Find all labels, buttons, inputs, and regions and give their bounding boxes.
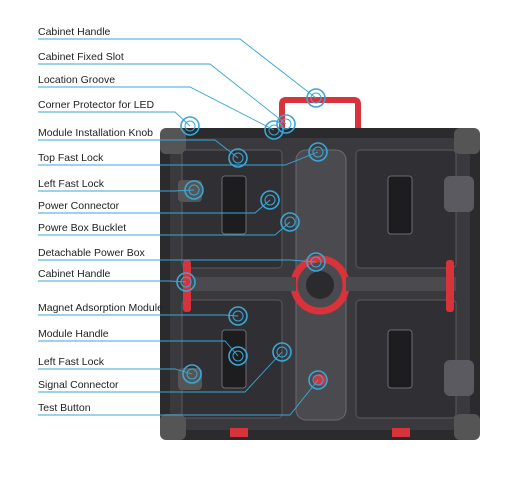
label-cabinet-handle-top: Cabinet Handle bbox=[38, 26, 111, 38]
label-location-groove: Location Groove bbox=[38, 74, 116, 86]
cross-bar-left bbox=[182, 277, 296, 291]
leader-line bbox=[38, 379, 319, 416]
corner-protector-br bbox=[454, 414, 480, 440]
callout-ring-inner bbox=[312, 374, 324, 386]
callout-ring-inner bbox=[232, 350, 244, 362]
label-cabinet-fixed-slot: Cabinet Fixed Slot bbox=[38, 51, 124, 63]
leader-line bbox=[38, 199, 271, 214]
callout-ring bbox=[228, 148, 248, 168]
callout-ring-inner bbox=[184, 120, 196, 132]
label-detachable-power-box: Detachable Power Box bbox=[38, 247, 145, 259]
corner-protector-tr bbox=[454, 128, 480, 154]
callout-ring bbox=[308, 142, 328, 162]
callout-ring bbox=[308, 370, 328, 390]
cabinet-handle-right bbox=[446, 260, 454, 312]
module-handle-br bbox=[387, 329, 413, 389]
callout-ring bbox=[264, 120, 284, 140]
cabinet-handle-left bbox=[183, 260, 191, 312]
label-power-box-bucklet: Powre Box Bucklet bbox=[38, 222, 127, 234]
callout-markers bbox=[176, 88, 328, 390]
label-top-fast-lock: Top Fast Lock bbox=[38, 152, 104, 164]
callout-ring bbox=[306, 88, 326, 108]
callout-ring bbox=[184, 180, 204, 200]
callout-ring bbox=[182, 364, 202, 384]
module-handle-tl bbox=[221, 175, 247, 235]
callout-ring bbox=[306, 252, 326, 272]
callout-ring-inner bbox=[268, 124, 280, 136]
callout-ring bbox=[180, 116, 200, 136]
leader-line bbox=[38, 86, 275, 131]
label-corner-protector: Corner Protector for LED bbox=[38, 99, 155, 111]
module-handle-tr bbox=[387, 175, 413, 235]
leader-line bbox=[38, 314, 239, 317]
power-box-hub bbox=[306, 271, 334, 299]
cross-bar-right bbox=[346, 277, 456, 291]
cabinet-handle-top bbox=[279, 97, 361, 128]
leader-line bbox=[38, 111, 191, 127]
leader-line bbox=[38, 63, 287, 125]
callout-ring-inner bbox=[232, 152, 244, 164]
label-magnet-adsorption-module: Magnet Adsorption Module bbox=[38, 302, 163, 314]
leader-line bbox=[38, 368, 193, 375]
label-left-fast-lock-bottom: Left Fast Lock bbox=[38, 356, 104, 368]
bottom-latch-right bbox=[392, 428, 410, 437]
callout-ring-inner bbox=[264, 194, 276, 206]
callout-ring bbox=[280, 212, 300, 232]
bottom-latch-left bbox=[230, 428, 248, 437]
leader-line bbox=[38, 151, 319, 166]
leader-line bbox=[38, 351, 283, 393]
leader-line bbox=[38, 221, 291, 236]
callout-ring-inner bbox=[188, 184, 200, 196]
label-cabinet-handle-side: Cabinet Handle bbox=[38, 268, 111, 280]
leader-line bbox=[38, 38, 317, 99]
callout-ring-inner bbox=[232, 310, 244, 322]
label-module-handle: Module Handle bbox=[38, 328, 109, 340]
label-signal-connector: Signal Connector bbox=[38, 379, 119, 391]
led-cabinet bbox=[160, 97, 480, 440]
callout-ring-inner bbox=[312, 146, 324, 158]
callout-ring bbox=[260, 190, 280, 210]
label-left-fast-lock-top: Left Fast Lock bbox=[38, 178, 104, 190]
test-button bbox=[314, 374, 326, 386]
callout-ring-inner bbox=[186, 368, 198, 380]
callout-ring bbox=[276, 114, 296, 134]
right-fast-lock-top bbox=[444, 176, 474, 212]
leader-line bbox=[38, 189, 195, 192]
label-module-installation-knob: Module Installation Knob bbox=[38, 127, 153, 139]
callout-ring-inner bbox=[276, 346, 288, 358]
leader-line bbox=[38, 340, 239, 357]
corner-protector-bl bbox=[160, 414, 186, 440]
callout-ring-inner bbox=[180, 276, 192, 288]
right-fast-lock-bottom bbox=[444, 360, 474, 396]
callout-ring bbox=[176, 272, 196, 292]
callout-ring-inner bbox=[284, 216, 296, 228]
callout-ring-inner bbox=[310, 256, 322, 268]
label-power-connector: Power Connector bbox=[38, 200, 120, 212]
callout-ring bbox=[272, 342, 292, 362]
corner-protector-tl bbox=[160, 128, 186, 154]
callout-ring bbox=[228, 306, 248, 326]
callout-ring-inner bbox=[310, 92, 322, 104]
callout-ring bbox=[228, 346, 248, 366]
label-test-button: Test Button bbox=[38, 402, 91, 414]
leader-lines bbox=[38, 38, 319, 416]
